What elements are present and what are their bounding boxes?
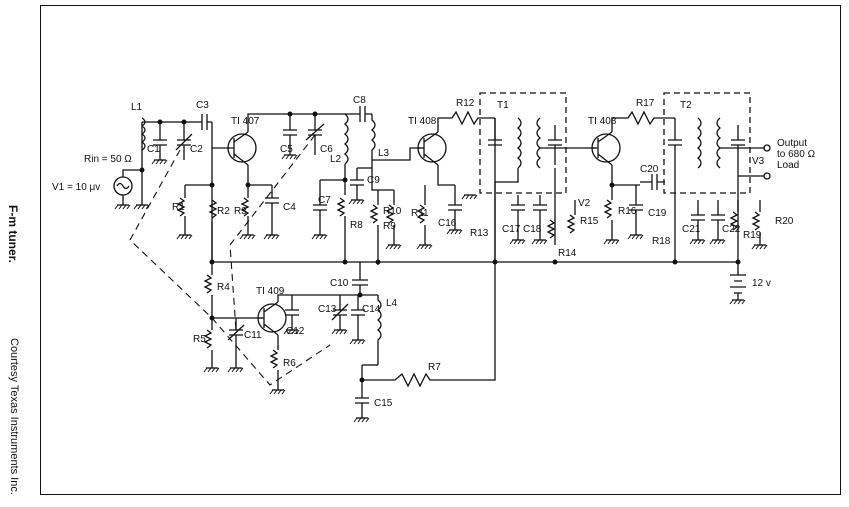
label-r10: R10 [383, 206, 402, 217]
label-v2: V2 [578, 198, 591, 209]
label-c11: C11 [244, 330, 262, 341]
capacitor-c2 [175, 122, 193, 160]
label-c21: C21 [682, 224, 701, 235]
label-r18: R18 [652, 236, 671, 247]
label-r7: R7 [428, 362, 441, 373]
label-output-2: to 680 Ω [777, 149, 816, 160]
resistor-r12 [437, 110, 495, 132]
label-r16: R16 [618, 206, 637, 217]
label-c9: C9 [367, 175, 380, 186]
label-c14: C14 [362, 304, 381, 315]
label-l4: L4 [386, 298, 398, 309]
transistor-ti409 [258, 301, 279, 336]
transistor-ti408b [592, 131, 613, 166]
source-v1 [116, 182, 130, 190]
transistor-ti407 [228, 131, 249, 166]
label-r17: R17 [636, 98, 655, 109]
label-r4: R4 [217, 282, 230, 293]
label-r9: R9 [383, 221, 396, 232]
capacitor-c10 [352, 262, 368, 295]
label-c3: C3 [196, 100, 209, 111]
resistor-r7 [361, 262, 496, 388]
label-battery: 12 v [752, 278, 771, 289]
label-ti409: TI 409 [256, 286, 285, 297]
label-r13: R13 [470, 228, 489, 239]
label-c19: C19 [648, 208, 667, 219]
label-l2: L2 [330, 154, 342, 165]
label-r5: R5 [193, 334, 206, 345]
label-r14: R14 [558, 248, 577, 259]
label-r2: R2 [217, 206, 230, 217]
label-c2: C2 [190, 144, 203, 155]
label-l1: L1 [131, 102, 143, 113]
label-t1: T1 [497, 100, 509, 111]
label-r20: R20 [775, 216, 794, 227]
coil-l2 [343, 113, 349, 180]
label-c22: C22 [722, 224, 741, 235]
label-c16: C16 [438, 218, 457, 229]
capacitor-c3 [198, 114, 212, 130]
label-t2: T2 [680, 100, 692, 111]
label-r15: R15 [580, 216, 599, 227]
label-r3: R3 [234, 206, 247, 217]
label-v3: V3 [752, 156, 765, 167]
label-ti408b: TI 408 [588, 116, 617, 127]
label-r1: R1 [172, 202, 185, 213]
label-c1: C1 [147, 144, 160, 155]
label-c10: C10 [330, 278, 349, 289]
label-r8: R8 [350, 220, 363, 231]
label-c5: C5 [280, 144, 293, 155]
label-r12: R12 [456, 98, 475, 109]
label-l3: L3 [378, 148, 390, 159]
label-c17: C17 [502, 224, 521, 235]
label-c12: C12 [286, 326, 305, 337]
coil-l1 [140, 117, 146, 151]
label-v1: V1 = 10 μv [52, 182, 100, 193]
label-ti408a: TI 408 [408, 116, 437, 127]
label-c4: C4 [283, 202, 296, 213]
label-output-1: Output [777, 138, 807, 149]
label-c18: C18 [523, 224, 542, 235]
capacitor-c8 [330, 106, 372, 122]
label-r6: R6 [283, 358, 296, 369]
label-output-3: Load [777, 160, 799, 171]
label-r19: R19 [743, 230, 762, 241]
label-c15: C15 [374, 398, 393, 409]
capacitor-c1 [153, 122, 167, 160]
label-c8: C8 [353, 95, 366, 106]
label-c7: C7 [318, 195, 331, 206]
label-ti407: TI 407 [231, 116, 260, 127]
label-r11: R11 [411, 208, 429, 219]
resistor-r17 [611, 110, 675, 132]
transistor-ti408a [418, 131, 439, 166]
label-c6: C6 [320, 144, 333, 155]
diagram-frame [40, 5, 841, 495]
label-c20: C20 [640, 164, 659, 175]
label-c13: C13 [318, 304, 337, 315]
label-rin: Rin = 50 Ω [84, 154, 132, 165]
